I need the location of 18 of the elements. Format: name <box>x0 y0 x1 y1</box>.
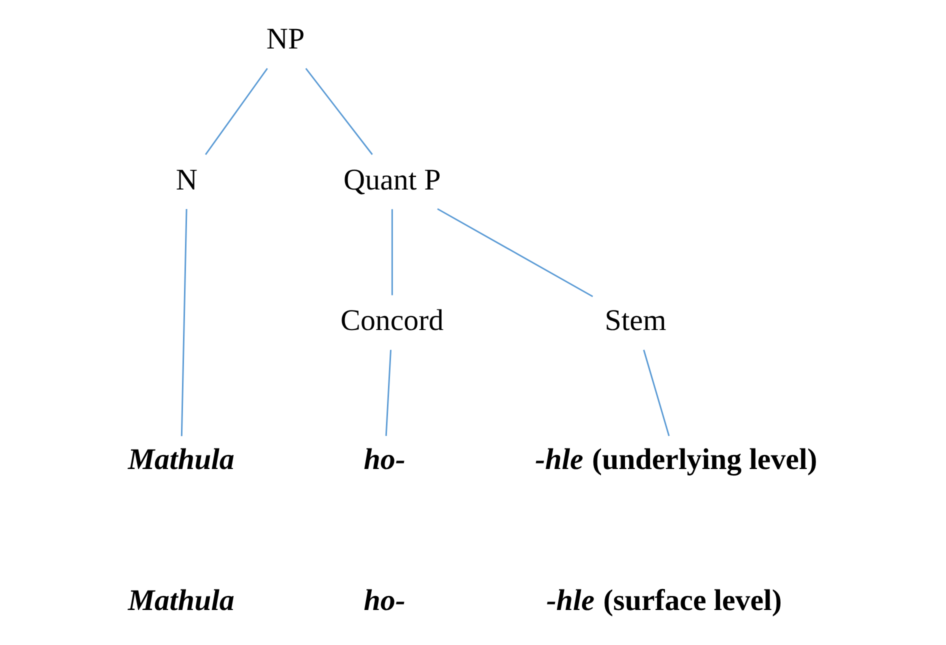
connector <box>385 350 392 436</box>
node-text: Quant P <box>344 163 441 196</box>
connector <box>180 208 188 436</box>
node-text: ho- <box>364 443 406 476</box>
node-text: N <box>176 163 198 196</box>
node-text: Stem <box>604 304 666 337</box>
label: ho- <box>364 584 406 617</box>
connector <box>204 68 268 155</box>
connector <box>643 350 670 436</box>
label: Mathula <box>128 584 234 617</box>
node-text: NP <box>266 22 305 56</box>
node-text: Mathula <box>128 443 234 476</box>
node-text: Concord <box>340 304 444 337</box>
connector <box>391 209 393 296</box>
connector <box>437 208 594 298</box>
label: -hle (surface level) <box>546 584 782 617</box>
node-text: -hle (underlying level) <box>535 443 818 476</box>
connector <box>305 68 373 155</box>
